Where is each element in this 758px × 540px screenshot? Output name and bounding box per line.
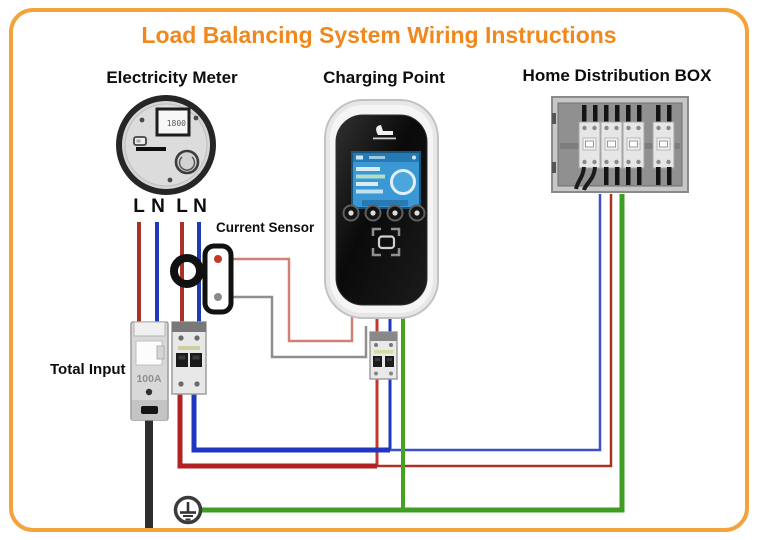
terminal-label-n1: N [151, 196, 165, 217]
box-breaker-4 [652, 121, 675, 169]
charging-point-device [324, 99, 439, 319]
box-breaker-3 [622, 121, 645, 169]
terminal-label-n2: N [193, 196, 207, 217]
sensor-terminal-red [214, 255, 222, 263]
wire-breaker-out-neutral [191, 388, 390, 453]
touch-buttons [342, 204, 426, 222]
sensor-clamp-ring [170, 254, 204, 288]
meter-screw [193, 115, 199, 121]
charger-breaker [369, 331, 398, 380]
earth-ground-icon [173, 495, 203, 525]
main-fuse-100a: 100A [130, 321, 169, 421]
meter-screw [167, 177, 173, 183]
terminal-label-l2: L [176, 196, 188, 217]
wire-earth-main [201, 194, 625, 513]
meter-section-label: Electricity Meter [106, 68, 238, 87]
box-pigtail-wire [582, 166, 597, 191]
total-input-label: Total Input [50, 361, 126, 378]
wire-live-to-distribution [377, 194, 613, 468]
box-pigtail-wire [574, 166, 586, 190]
meter-display-digits: 1800 [167, 119, 186, 128]
box-breaker-2 [600, 121, 623, 169]
terminal-label-l1: L [133, 196, 145, 217]
box-top-wires [582, 105, 672, 123]
wire-sensor-signal-b [218, 295, 368, 359]
meter-screw [139, 117, 145, 123]
wire-neutral-to-distribution [390, 194, 602, 452]
electricity-meter-device: 1800 [116, 95, 216, 195]
meter-bar [136, 147, 166, 151]
main-breaker [171, 321, 207, 395]
current-sensor-label: Current Sensor [216, 220, 315, 235]
sensor-terminal-gray [214, 293, 222, 301]
screen-gauge-ring [390, 169, 416, 195]
box-bottom-wires [604, 167, 672, 185]
charger-section-label: Charging Point [323, 68, 445, 87]
current-sensor-device [170, 243, 234, 315]
box-breaker-1 [578, 121, 601, 169]
wire-sensor-signal-a [218, 257, 354, 343]
brand-logo [373, 125, 396, 140]
page-title: Load Balancing System Wiring Instruction… [141, 22, 617, 48]
charger-screen [351, 151, 421, 209]
wire-breaker-out-live [177, 388, 377, 469]
rfid-reader-icon [371, 227, 401, 257]
meter-display [155, 107, 191, 137]
distribution-section-label: Home Distribution BOX [522, 66, 712, 85]
fuse-rating-label: 100A [136, 373, 162, 385]
distribution-box-device [551, 96, 689, 193]
